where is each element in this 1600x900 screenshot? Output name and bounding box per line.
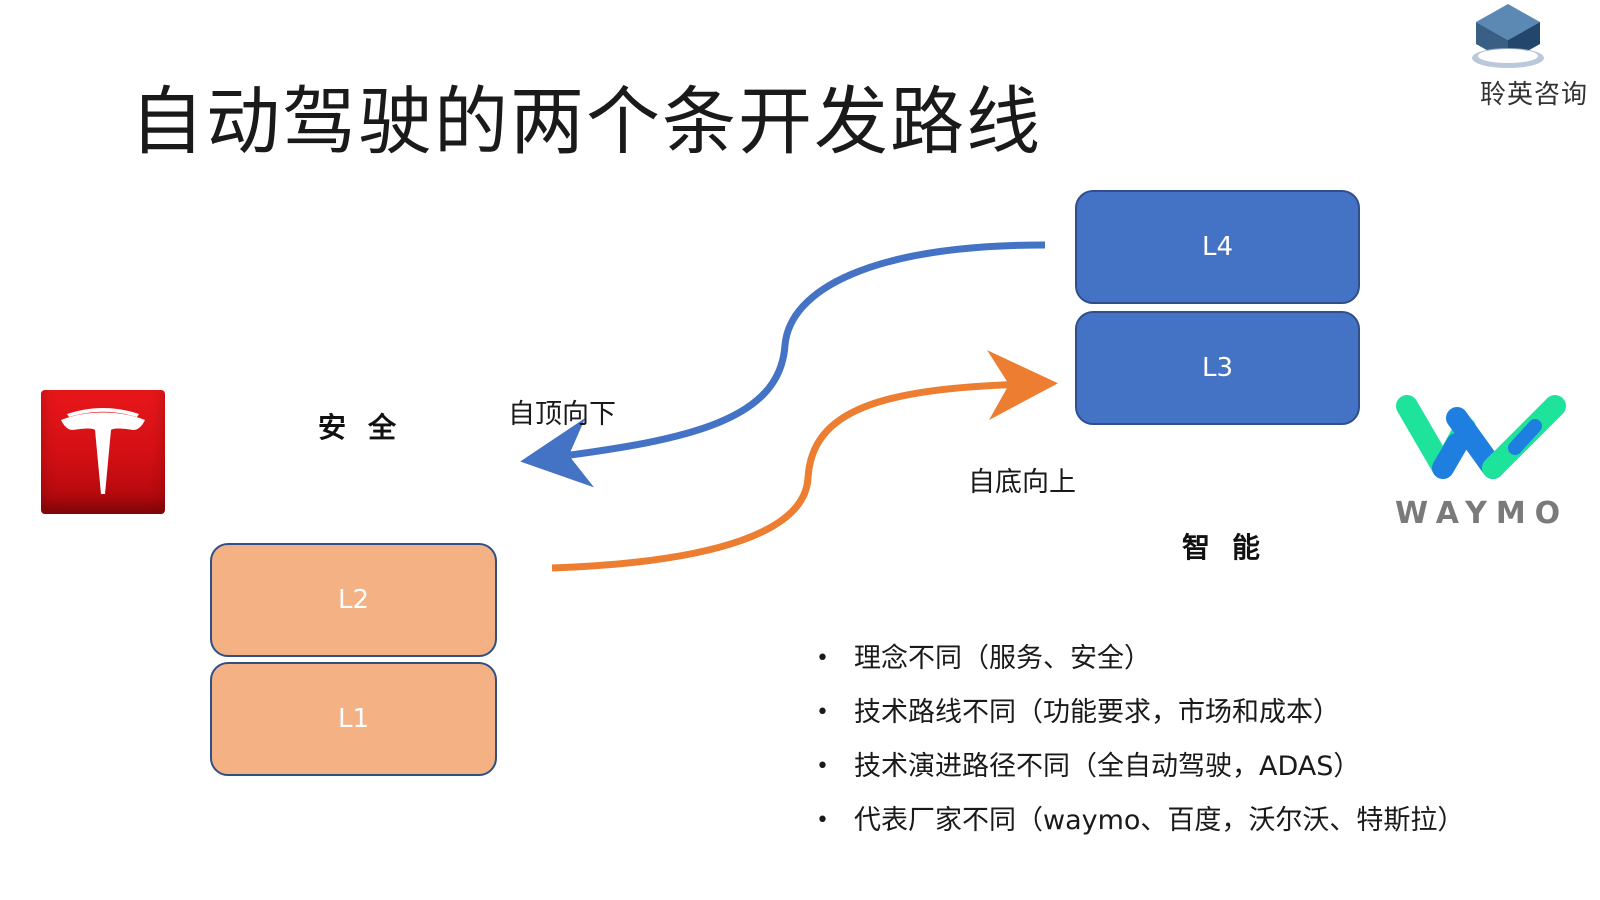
level-box-l4: L4 bbox=[1075, 190, 1360, 304]
brand-name: 聆英咨询 bbox=[1480, 80, 1589, 110]
level-box-l1: L1 bbox=[210, 662, 497, 776]
top-down-arrow bbox=[520, 241, 1046, 488]
bullet-dot-icon: • bbox=[816, 808, 829, 833]
comparison-list: •理念不同（服务、安全） •技术路线不同（功能要求，市场和成本） •技术演进路径… bbox=[812, 632, 1464, 848]
bullet-dot-icon: • bbox=[816, 754, 829, 779]
list-item: •技术路线不同（功能要求，市场和成本） bbox=[812, 686, 1464, 740]
list-item: •代表厂家不同（waymo、百度，沃尔沃、特斯拉） bbox=[812, 794, 1464, 848]
level-box-l3: L3 bbox=[1075, 311, 1360, 425]
left-label-safety: 安全 bbox=[318, 411, 419, 444]
bottom-up-label: 自底向上 bbox=[968, 467, 1076, 498]
bullet-dot-icon: • bbox=[816, 700, 829, 725]
bottom-up-arrow bbox=[551, 350, 1058, 572]
waymo-logo-icon bbox=[1396, 395, 1566, 479]
list-item: •理念不同（服务、安全） bbox=[812, 632, 1464, 686]
hexagon-cube-icon bbox=[1472, 4, 1544, 68]
bullet-dot-icon: • bbox=[816, 646, 829, 671]
list-item: •技术演进路径不同（全自动驾驶，ADAS） bbox=[812, 740, 1464, 794]
tesla-logo-icon bbox=[41, 390, 165, 514]
top-down-label: 自顶向下 bbox=[508, 399, 616, 430]
right-label-intelligence: 智能 bbox=[1182, 531, 1283, 564]
page-title: 自动驾驶的两个条开发路线 bbox=[130, 79, 1042, 165]
waymo-wordmark: WAYMO bbox=[1395, 496, 1570, 531]
level-box-l2: L2 bbox=[210, 543, 497, 657]
